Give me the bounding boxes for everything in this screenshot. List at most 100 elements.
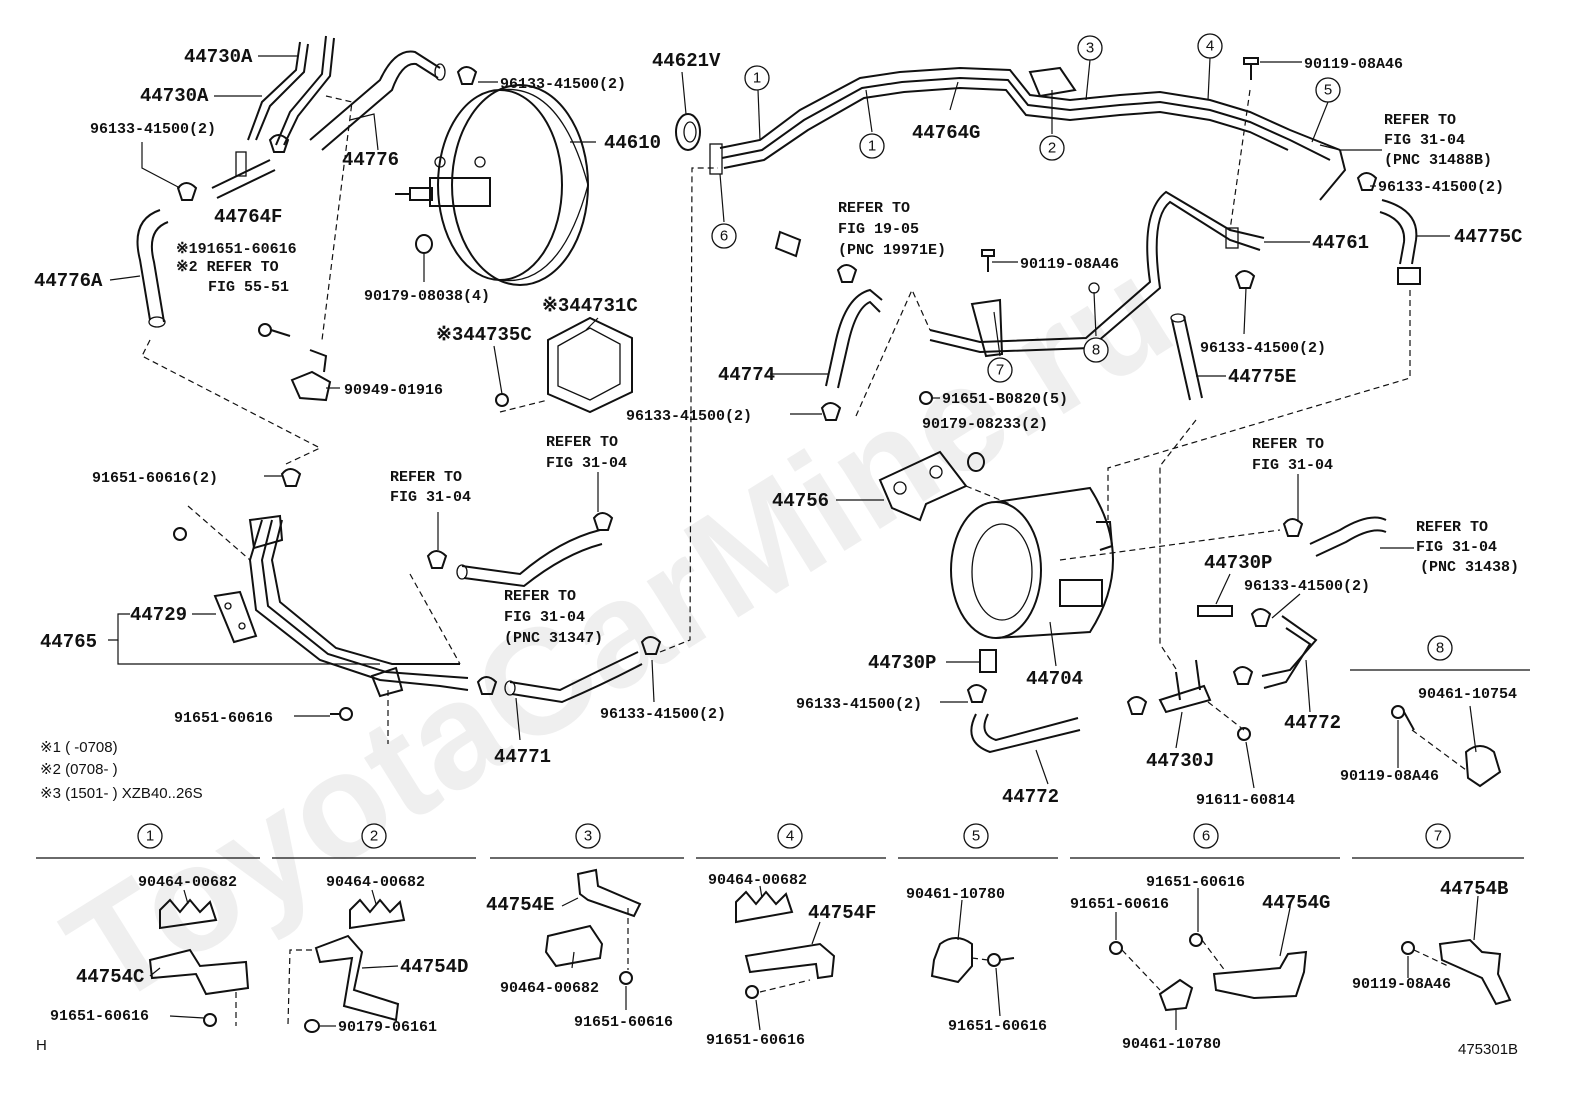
detail-8-header: 8 <box>1436 640 1444 657</box>
d7-90119: 90119-08A46 <box>1352 976 1451 993</box>
d5-91651: 91651-60616 <box>948 1018 1047 1035</box>
d1-91651: 91651-60616 <box>50 1008 149 1025</box>
label-90461-10754: 90461-10754 <box>1418 686 1517 703</box>
clip-91651-left <box>173 468 353 721</box>
clip-44735C <box>495 393 509 407</box>
hose-44730A-group <box>247 35 335 146</box>
label-96133-e: 96133-41500(2) <box>1200 340 1326 357</box>
bracket-90949-01916 <box>290 349 332 402</box>
callout-4: 4 <box>1206 38 1214 55</box>
detail-4-header: 4 <box>786 828 794 845</box>
label-44771: 44771 <box>494 746 551 768</box>
detail-1-header: 1 <box>146 828 154 845</box>
detail-5-parts: 90461-10780 91651-60616 <box>906 886 1047 1035</box>
d4-91651: 91651-60616 <box>706 1032 805 1049</box>
label-44731C: ※344731C <box>542 295 638 317</box>
label-44776: 44776 <box>342 149 399 171</box>
label-91651-B0820: 91651-B0820(5) <box>942 391 1068 408</box>
label-96133-g: 96133-41500(2) <box>1244 578 1370 595</box>
detail-5-header: 5 <box>972 828 980 845</box>
detail-4-parts: 90464-00682 44754F 91651-60616 <box>706 872 876 1049</box>
main-labels: 44730A 44730A 96133-41500(2) 44764F 4477… <box>34 46 1522 809</box>
label-44772-b: 44772 <box>1002 786 1059 808</box>
detail-6-header: 6 <box>1202 828 1210 845</box>
label-90119-b: 90119-08A46 <box>1020 256 1119 273</box>
d2-44754D: 44754D <box>400 956 468 978</box>
d6-44754G: 44754G <box>1262 892 1330 914</box>
bracket-44756 <box>878 391 985 522</box>
label-44776A: 44776A <box>34 270 103 292</box>
detail-headers: 1 2 3 4 5 6 7 <box>36 823 1524 859</box>
d6-91651-a: 91651-60616 <box>1070 896 1169 913</box>
pipe-44764F <box>211 151 276 199</box>
label-refer-31347-2: FIG 31-04 <box>504 609 585 626</box>
hose-44772-lower <box>966 684 1081 754</box>
label-90179-08038: 90179-08038(4) <box>364 288 490 305</box>
label-refer-31347-1: REFER TO <box>504 588 576 605</box>
hose-44772-right <box>1232 615 1318 689</box>
nut-90179-08038 <box>415 234 433 254</box>
d6-91651-b: 91651-60616 <box>1146 874 1245 891</box>
label-44730A-1: 44730A <box>184 46 253 68</box>
d2-90464: 90464-00682 <box>326 874 425 891</box>
label-96133-f: 96133-41500(2) <box>626 408 752 425</box>
detail-2-header: 2 <box>370 828 378 845</box>
detail-2-parts: 90464-00682 44754D 90179-06161 <box>287 874 468 1036</box>
hose-44771 <box>476 636 662 704</box>
label-91651-2a: 91651-60616(2) <box>92 470 218 487</box>
footnote-2: ※2 (0708- ) <box>40 761 118 778</box>
d1-44754C: 44754C <box>76 966 144 988</box>
figure-code: 475301B <box>1458 1041 1518 1058</box>
label-91611: 91611-60814 <box>1196 792 1295 809</box>
bracket-44761 <box>970 249 1004 358</box>
label-44729: 44729 <box>130 604 187 626</box>
dashed-routing <box>141 89 1467 771</box>
hose-44776A <box>136 209 169 328</box>
connector-44730P <box>979 605 1272 673</box>
label-91651-note: ※191651-60616 <box>176 241 297 258</box>
label-90179-08233: 90179-08233(2) <box>922 416 1048 433</box>
label-refer-31438-2: FIG 31-04 <box>1416 539 1497 556</box>
label-96133-c: 96133-41500(2) <box>600 706 726 723</box>
detail-7-parts: 44754B 90119-08A46 <box>1352 878 1512 1006</box>
label-44756: 44756 <box>772 490 829 512</box>
d4-44754F: 44754F <box>808 902 876 924</box>
label-44761: 44761 <box>1312 232 1369 254</box>
callout-8: 8 <box>1092 342 1100 359</box>
detail-3-header: 3 <box>584 828 592 845</box>
seal-44621V <box>675 113 701 151</box>
d4-90464: 90464-00682 <box>708 872 807 889</box>
label-90119-c: 90119-08A46 <box>1340 768 1439 785</box>
pipe-44764G <box>709 66 1347 201</box>
footnotes: ※1 ( -0708) ※2 (0708- ) ※3 (1501- ) XZB4… <box>40 739 203 802</box>
connector-44730J <box>1126 659 1251 741</box>
label-refer-31488-1: REFER TO <box>1384 112 1456 129</box>
bracket-44729 <box>213 590 258 644</box>
d1-90464: 90464-00682 <box>138 874 237 891</box>
detail-3-parts: 44754E 90464-00682 91651-60616 <box>486 868 673 1031</box>
corner-mark: H <box>36 1037 47 1054</box>
label-refer-31347-3: (PNC 31347) <box>504 630 603 647</box>
label-refer-c1: REFER TO <box>1252 436 1324 453</box>
label-refer-31438-1: REFER TO <box>1416 519 1488 536</box>
callout-3: 3 <box>1086 40 1094 57</box>
label-refer-31488-2: FIG 31-04 <box>1384 132 1465 149</box>
d7-44754B: 44754B <box>1440 878 1508 900</box>
label-44704: 44704 <box>1026 668 1083 690</box>
callout-1-top: 1 <box>753 70 761 87</box>
label-refer-55-b: FIG 55-51 <box>208 279 289 296</box>
label-44772-a: 44772 <box>1284 712 1341 734</box>
label-44730P-b: 44730P <box>868 652 936 674</box>
d5-90461: 90461-10780 <box>906 886 1005 903</box>
label-44775C: 44775C <box>1454 226 1522 248</box>
leader-lines <box>108 55 1477 789</box>
callout-5: 5 <box>1324 82 1332 99</box>
label-44774: 44774 <box>718 364 775 386</box>
d3-90464: 90464-00682 <box>500 980 599 997</box>
label-refer-b1: REFER TO <box>546 434 618 451</box>
detail-1-parts: 90464-00682 44754C 91651-60616 <box>50 874 250 1027</box>
label-91651-b: 91651-60616 <box>174 710 273 727</box>
bolt-90119-top <box>1243 57 1259 80</box>
label-44610: 44610 <box>604 132 661 154</box>
